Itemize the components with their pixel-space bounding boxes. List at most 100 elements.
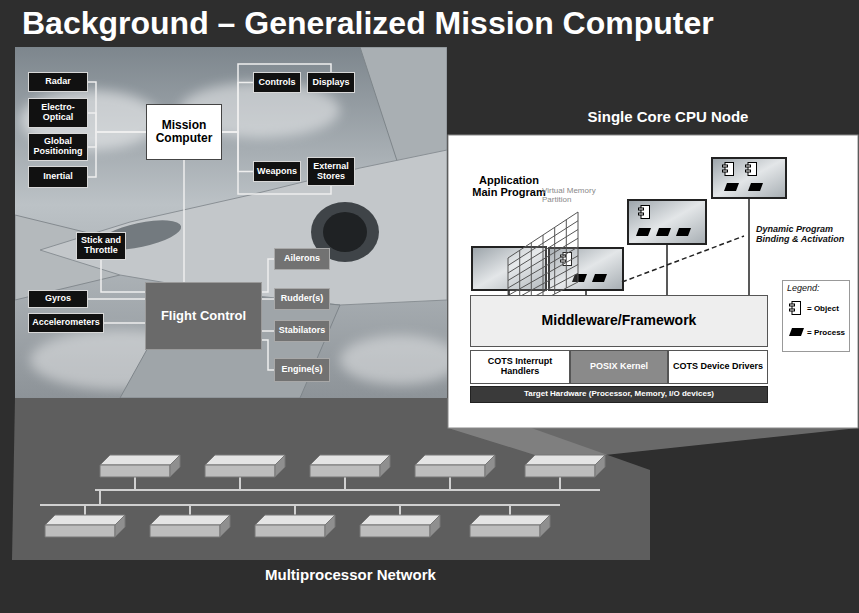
node-label: Engine(s) (281, 365, 322, 375)
sensor-box: Gyros (28, 290, 88, 308)
actuator-box: Engine(s) (274, 358, 330, 382)
node-label: Inertial (43, 172, 73, 182)
node-label: Stabilators (279, 326, 326, 336)
connector-line (262, 330, 274, 332)
node-label: Gyros (45, 294, 71, 304)
hardware-bar: Target Hardware (Processor, Memory, I/O … (470, 386, 768, 403)
program-window: Application Main Program (470, 172, 548, 290)
node-label: Stick and Throttle (79, 236, 123, 256)
connector-line (88, 132, 146, 177)
kernel-box: POSIX Kernel (570, 350, 668, 384)
sensor-box: Electro-Optical (28, 98, 88, 128)
process-icon (656, 228, 671, 236)
processor-box (150, 515, 230, 537)
node-label: COTS Device Drivers (673, 362, 763, 372)
program-window (712, 158, 786, 198)
software-box: COTS Interrupt Handlers (470, 350, 570, 384)
cloud (340, 335, 447, 385)
sensor-box: Accelerometers (28, 313, 104, 333)
cpu-node-panel: Single Core CPU NodeApplication Main Pro… (448, 100, 858, 428)
connector-line (262, 259, 274, 292)
computer-box: Mission Computer (146, 104, 222, 160)
partition-label: Virtual Memory Partition (542, 186, 606, 204)
process-icon (636, 228, 651, 236)
processor-box (310, 455, 390, 477)
node-label: Target Hardware (Processor, Memory, I/O … (524, 390, 714, 399)
aircraft-illustration (15, 47, 447, 398)
binding-lines (586, 198, 749, 295)
processor-box (470, 515, 550, 537)
connector-line (88, 298, 145, 300)
binding-note: Dynamic Program Binding & Activation (756, 224, 850, 245)
connector-line (262, 340, 274, 370)
subsystem-box: External Stores (307, 157, 355, 186)
node-label: Ailerons (284, 254, 320, 264)
node-label: Electro-Optical (31, 103, 85, 123)
process-icon (676, 228, 691, 236)
object-icon (723, 163, 734, 176)
processor-box (255, 515, 335, 537)
computer-box: Flight Control (145, 282, 262, 350)
node-label: Global Positioning (31, 137, 85, 157)
node-label: Radar (45, 77, 71, 87)
connector-line (88, 82, 146, 132)
legend-title: Legend: (787, 283, 842, 293)
node-label: External Stores (310, 162, 352, 182)
node-label: COTS Interrupt Handlers (474, 357, 566, 377)
processor-box (415, 455, 495, 477)
process-icon (748, 183, 763, 191)
legend-item: = Process (788, 325, 845, 339)
node-label: Displays (312, 78, 349, 88)
connector-line (262, 298, 274, 300)
legend-swatch (788, 325, 804, 339)
processor-box (100, 455, 180, 477)
zoom-wedge (448, 428, 858, 455)
sensor-box: Global Positioning (28, 133, 88, 161)
node-label: Controls (259, 78, 296, 88)
processor-box (525, 455, 605, 477)
node-label: Accelerometers (32, 318, 100, 328)
network-label: Multiprocessor Network (265, 566, 495, 583)
slide-title: Background – Generalized Mission Compute… (22, 5, 714, 42)
engine-intake (323, 212, 367, 252)
node-label: Flight Control (161, 309, 246, 323)
sensor-box: Inertial (28, 166, 88, 188)
program-window (628, 200, 706, 244)
subsystem-box: Controls (253, 72, 301, 93)
subsystem-box: Displays (307, 72, 355, 93)
actuator-box: Ailerons (274, 248, 330, 270)
network-wiring (40, 477, 600, 515)
object-icon (746, 163, 757, 176)
node-label: Application Main Program (470, 174, 548, 198)
processor-box (45, 515, 125, 537)
node-label: Weapons (257, 167, 297, 177)
connector-line (101, 260, 145, 292)
connector-line (183, 160, 185, 282)
processor-boxes (45, 455, 605, 537)
process-icon (592, 274, 607, 282)
node-label: Single Core CPU Node (588, 109, 749, 126)
connector-line (104, 322, 145, 324)
object-icon (639, 206, 650, 219)
node-label: POSIX Kernel (590, 362, 648, 372)
middleware-box: Middleware/Framework (470, 295, 768, 347)
cpu-node-body (448, 135, 858, 428)
node-label: Middleware/Framework (542, 313, 697, 328)
processor-box (360, 515, 440, 537)
legend-text: = Object (807, 304, 839, 313)
subsystem-box: Weapons (253, 161, 301, 182)
actuator-box: Rudder(s) (274, 288, 330, 310)
connector-line (88, 113, 146, 132)
actuator-box: Stabilators (274, 320, 330, 342)
legend-text: = Process (807, 328, 845, 337)
processor-box (205, 455, 285, 477)
sensor-box: Radar (28, 72, 88, 92)
node-label: Rudder(s) (281, 294, 324, 304)
node-label: Mission Computer (149, 119, 219, 145)
control-box: Stick and Throttle (76, 232, 126, 260)
legend-item: = Object (788, 301, 839, 315)
legend-swatch (788, 301, 804, 315)
process-icon (724, 183, 739, 191)
software-box: COTS Device Drivers (668, 350, 768, 384)
